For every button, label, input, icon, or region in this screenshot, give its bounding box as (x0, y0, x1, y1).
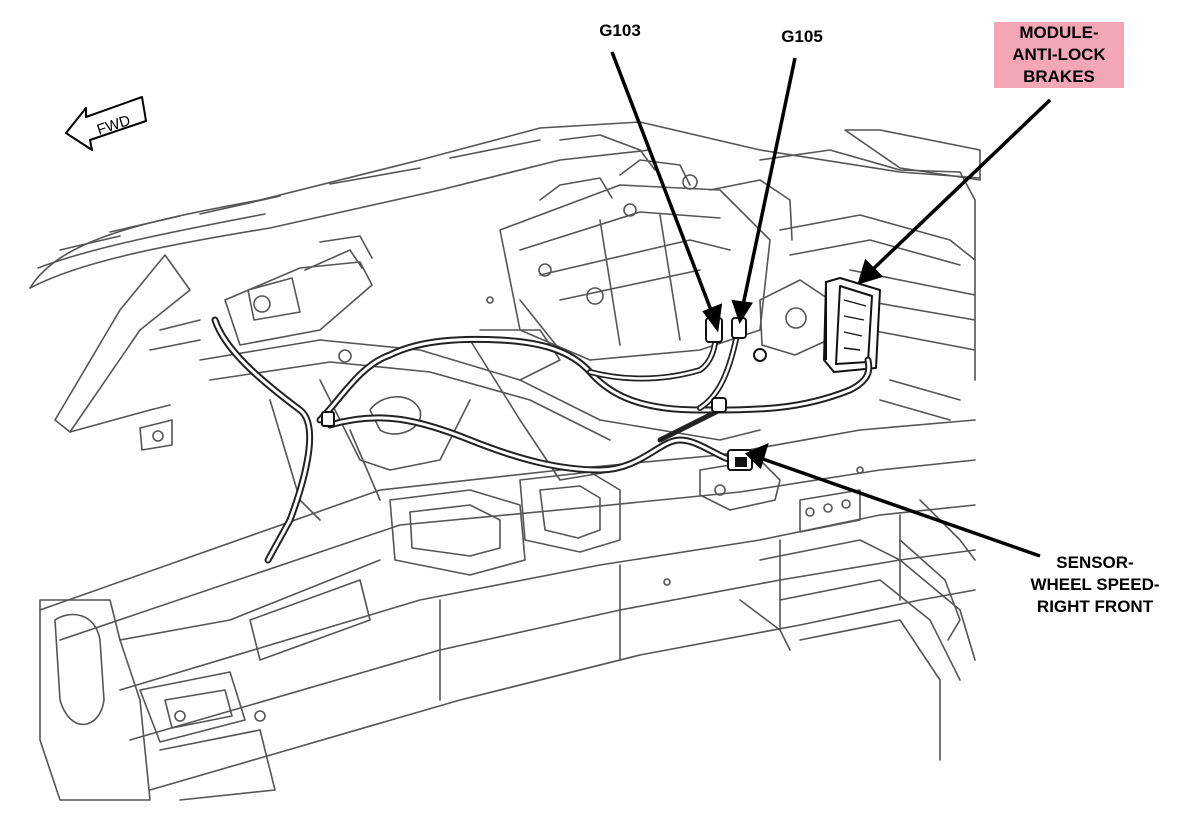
sensor-label-line-3: RIGHT FRONT (1036, 597, 1154, 616)
module-label-line-3: BRAKES (994, 66, 1124, 88)
sensor-label-line-1: SENSOR- (1056, 553, 1134, 572)
module-label-line-2: ANTI-LOCK (994, 44, 1124, 66)
g105-leader-line (740, 57, 797, 311)
wheel-speed-sensor-label: SENSOR- WHEEL SPEED- RIGHT FRONT (1010, 552, 1180, 618)
sensor-arrow-icon (744, 442, 769, 470)
g103-arrow-icon (702, 303, 723, 333)
g103-label: G103 (588, 20, 652, 42)
wiring-harness (211, 316, 873, 564)
g103-label-text: G103 (599, 21, 641, 40)
anti-lock-brake-module-label: MODULE- ANTI-LOCK BRAKES (992, 22, 1126, 88)
module-arrow-icon (857, 258, 884, 285)
vehicle-structure (29, 121, 981, 801)
module-label-line-1: MODULE- (994, 22, 1124, 44)
module-leader-line (868, 98, 1052, 274)
g103-leader-line (610, 51, 716, 319)
g105-arrow-icon (731, 299, 753, 325)
g105-label-text: G105 (781, 27, 823, 46)
g105-label: G105 (770, 26, 834, 48)
abs-module-component (823, 277, 881, 373)
sensor-leader-line (759, 456, 1041, 558)
callout-leaders (610, 51, 1052, 558)
sensor-label-line-2: WHEEL SPEED- (1030, 575, 1160, 594)
fwd-arrow-icon: FWD (65, 96, 147, 151)
